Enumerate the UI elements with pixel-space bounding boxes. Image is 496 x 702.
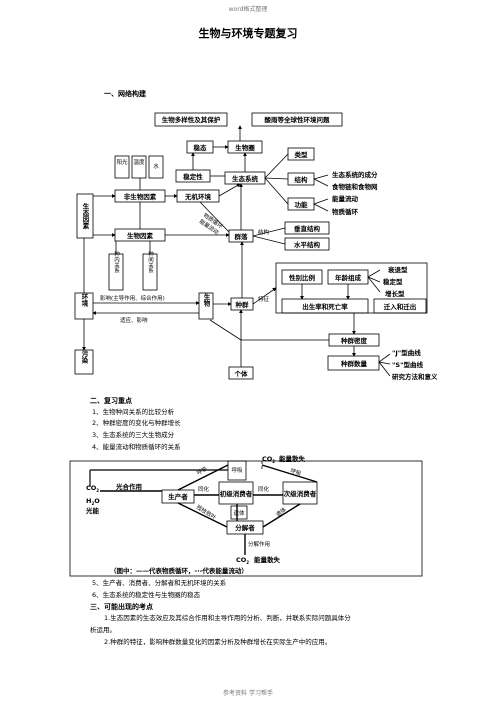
pop-density-label: 种群密度 <box>340 336 368 345</box>
vertical-structure-label: 垂直结构 <box>294 224 321 233</box>
j-curve-label: "J"型曲线 <box>392 348 421 357</box>
structure-label: 结构 <box>295 175 309 184</box>
adapt-label: 适应、影响 <box>120 316 148 324</box>
focus-point: 4、能量流动和物质循环的关系 <box>92 443 181 451</box>
migration-label: 迁入和迁出 <box>384 302 417 311</box>
global-env-label: 酸雨等全球性环境问题 <box>265 115 331 124</box>
eco-components-label: 生态系统的成分 <box>332 170 378 179</box>
focus-point: 3、生态系统的三大生物成分 <box>92 431 175 439</box>
exam-point: 析运用。 <box>90 626 116 634</box>
horizontal-structure-label: 水平结构 <box>294 240 321 249</box>
section-network: 一、网络构建 <box>104 90 146 98</box>
community-label: 群落 <box>235 232 249 241</box>
organism-label: 生物 <box>202 292 210 308</box>
abiotic-factors-label: 非生物因素 <box>124 192 157 201</box>
biosphere-label: 生物圈 <box>235 143 255 152</box>
food-chain-web-label: 食物链和食物网 <box>331 182 378 191</box>
material-cycle-label: 物质循环 <box>332 207 359 216</box>
ecosystem-label: 生态系统 <box>232 174 259 183</box>
exam-point: 1.生态因素的生态效应及其综合作用和主导作用的分析、判断，并联系实际问题具体分 <box>104 614 351 622</box>
s-curve-label: "S"型曲线 <box>392 360 423 369</box>
page-footer: 参考资料 学习帮手 <box>223 690 273 697</box>
individual-label: 个体 <box>234 369 249 378</box>
section-focus: 二、复习重点 <box>90 397 132 405</box>
methods-label: 研究方法和意义 <box>392 372 438 381</box>
light-label: 阳光 <box>116 158 128 166</box>
environment-label: 环境 <box>80 293 88 308</box>
interspecific-label: 种间关系 <box>147 250 154 274</box>
function-label: 功能 <box>295 200 309 209</box>
page-title: 生物与环境专题复习 <box>198 27 298 40</box>
water-label: 水 <box>153 162 159 170</box>
growing-label: 增长型 <box>385 289 405 298</box>
inorganic-env-label: 无机环境 <box>184 192 212 201</box>
focus-point: 6、生态系统的稳定性与生物圈的稳态 <box>92 591 201 599</box>
temperature-label: 温度 <box>133 158 145 166</box>
types-label: 类型 <box>295 150 309 159</box>
page-header: word格式整理 <box>228 6 268 13</box>
characteristics-label: 特征 <box>258 295 270 303</box>
influence-label: 影响(主导作用、综合作用) <box>100 294 165 302</box>
focus-point: 1、生物种间关系的比较分析 <box>92 408 175 416</box>
eco-factors-label: 生态因素 <box>81 202 89 231</box>
focus-point: 5、生产者、消费者、分解者和无机环境的关系 <box>92 579 227 587</box>
stability-label: 稳定性 <box>183 172 203 181</box>
birth-death-label: 出生率和死亡率 <box>302 302 348 311</box>
sex-ratio-label: 性别比例 <box>289 273 316 282</box>
declining-label: 衰退型 <box>387 265 408 274</box>
stable-label: 稳定型 <box>383 277 403 286</box>
biodiversity-label: 生物多样性及其保护 <box>162 115 221 124</box>
pop-size-label: 种群数量 <box>340 359 368 368</box>
population-label: 种群 <box>235 300 250 309</box>
intraspecific-label: 种内关系 <box>113 250 120 274</box>
steady-state-label: 稳态 <box>194 143 208 152</box>
pollution-label: 污染 <box>80 349 89 365</box>
focus-point: 2、种群密度的变化与种群增长 <box>92 419 181 427</box>
section-exam: 三、可能出现的考点 <box>90 603 153 611</box>
exam-point: 2.种群的特征，影响种群数量变化的因素分析及种群增长在实际生产中的应用。 <box>104 638 332 646</box>
structure-small-label: 结构 <box>258 228 270 236</box>
biotic-factors-label: 生物因素 <box>127 231 154 240</box>
energy-flow-label: 能量流动 <box>332 194 359 203</box>
age-structure-label: 年龄组成 <box>335 273 362 282</box>
